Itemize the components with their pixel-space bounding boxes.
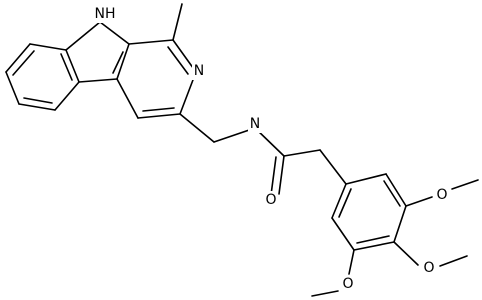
atom-label-bg bbox=[435, 186, 449, 204]
atom-label-o-carbonyl: O bbox=[265, 192, 276, 208]
atom-label-bg bbox=[192, 62, 206, 80]
bond bbox=[116, 78, 139, 119]
bond bbox=[439, 255, 468, 267]
atom-label-o-meta2: O bbox=[342, 276, 353, 292]
atom-label-n-amide: N bbox=[250, 116, 260, 132]
atom-label-bg bbox=[264, 191, 278, 209]
bond bbox=[319, 149, 347, 185]
bond bbox=[137, 113, 181, 119]
bond bbox=[451, 179, 479, 190]
atom-labels: NH N N O O O O bbox=[93, 5, 449, 293]
bond bbox=[172, 3, 183, 41]
bond bbox=[393, 241, 419, 266]
bond bbox=[167, 46, 189, 75]
bonds bbox=[5, 3, 479, 297]
atom-label-bg bbox=[248, 115, 262, 133]
bond bbox=[338, 188, 352, 218]
bond bbox=[5, 43, 31, 73]
bond bbox=[270, 156, 277, 196]
bond bbox=[23, 97, 53, 104]
bond bbox=[356, 235, 390, 244]
bond bbox=[128, 39, 174, 45]
atom-label-o-meta1: O bbox=[436, 187, 447, 203]
bond bbox=[405, 196, 433, 207]
atom-label-bg bbox=[93, 5, 117, 23]
bond bbox=[283, 149, 321, 157]
bond bbox=[179, 113, 215, 143]
bond bbox=[5, 71, 20, 105]
bond bbox=[65, 49, 80, 83]
bond bbox=[278, 155, 285, 195]
bond bbox=[54, 81, 80, 111]
atom-label-nh: NH bbox=[95, 6, 116, 22]
bond bbox=[29, 43, 67, 51]
bond bbox=[311, 290, 339, 297]
bond bbox=[78, 78, 118, 83]
atom-label-bg bbox=[341, 275, 355, 293]
bond bbox=[65, 21, 101, 51]
bond bbox=[99, 21, 130, 45]
bond bbox=[348, 249, 355, 275]
bond bbox=[393, 205, 407, 243]
atom-label-bg bbox=[422, 259, 436, 277]
bond bbox=[18, 103, 56, 111]
bond bbox=[331, 217, 355, 251]
atom-label-n-pyridine: N bbox=[194, 63, 204, 79]
bond bbox=[12, 50, 35, 76]
bond bbox=[112, 51, 124, 74]
atom-label-o-para: O bbox=[423, 260, 434, 276]
bond bbox=[60, 53, 73, 81]
bond bbox=[353, 241, 395, 251]
bond bbox=[383, 180, 401, 207]
bond bbox=[345, 173, 387, 185]
bond bbox=[116, 43, 130, 80]
bond bbox=[331, 183, 347, 219]
bond bbox=[142, 107, 175, 112]
bond bbox=[385, 173, 407, 207]
